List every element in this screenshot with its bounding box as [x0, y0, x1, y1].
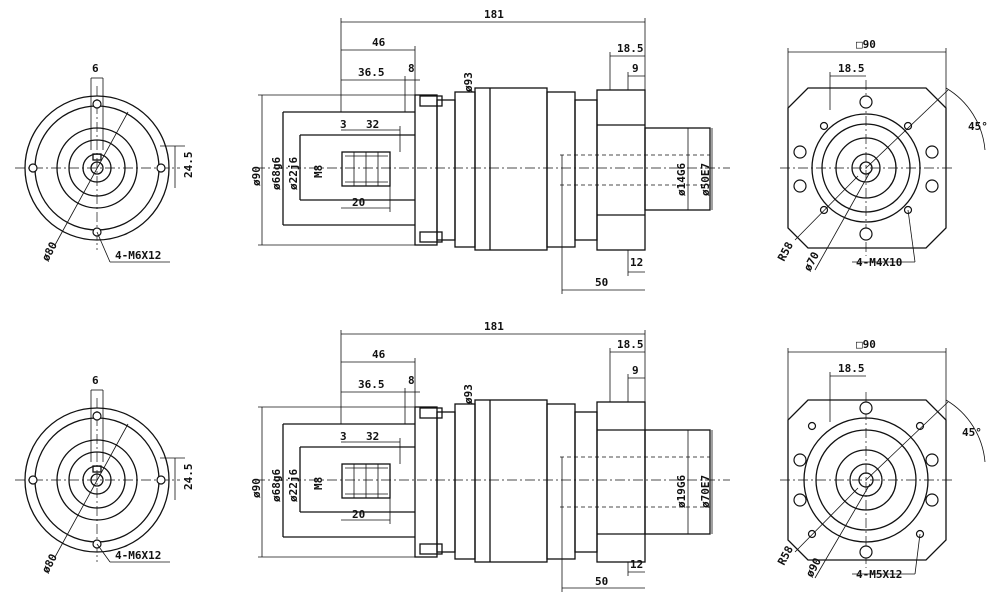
- square-size-label: □90: [856, 38, 876, 51]
- dim-3-label: 3: [340, 430, 347, 443]
- input-bore-label: ø22j6: [287, 157, 300, 190]
- dim-32-label: 32: [366, 430, 379, 443]
- dim-36-5-label: 36.5: [358, 66, 385, 79]
- overall-length-label: 181: [484, 320, 504, 333]
- key-width-label: 6: [92, 62, 99, 75]
- thread-m8-label: M8: [312, 165, 325, 178]
- right-end-view: □90 18.5 45° R58 ø90 4-M5X12: [775, 338, 986, 581]
- left-end-view: 6 24.5 ø80 4-M6X12: [15, 374, 195, 575]
- dim-46-label: 46: [372, 348, 386, 361]
- overall-length-label: 181: [484, 8, 504, 21]
- housing-dia-label: ø90: [250, 166, 263, 186]
- pilot-g6-label: ø68g6: [270, 157, 283, 190]
- left-end-view: 6 24.5 ø80 4-M6X12: [15, 62, 195, 263]
- body-dia-label: ø93: [462, 72, 475, 92]
- output-pilot-dia-label: ø50E7: [699, 163, 712, 196]
- dim-20-label: 20: [352, 196, 365, 209]
- angle-label: 45°: [962, 426, 982, 439]
- dim-50-label: 50: [595, 276, 608, 289]
- dim-50-label: 50: [595, 575, 608, 588]
- dim-9-label: 9: [632, 62, 639, 75]
- dim-9-label: 9: [632, 364, 639, 377]
- dim-46-label: 46: [372, 36, 386, 49]
- dim-12-label: 12: [630, 256, 643, 269]
- pcd-label: ø80: [39, 240, 60, 264]
- thread-m8-label: M8: [312, 477, 325, 490]
- dim-18-5-label: 18.5: [617, 338, 644, 351]
- output-pilot-dia-label: ø70E7: [699, 475, 712, 508]
- side-view: 181 46 36.5 8 3 32 20 ø90 ø68g6 ø22j6: [250, 320, 730, 592]
- drawing-row-top: 6 24.5 ø80 4-M6X12: [15, 8, 988, 294]
- pilot-g6-label: ø68g6: [270, 469, 283, 502]
- key-dim-label: 18.5: [838, 362, 865, 375]
- dim-12-label: 12: [630, 558, 643, 571]
- housing-dia-label: ø90: [250, 478, 263, 498]
- dim-36-5-label: 36.5: [358, 378, 385, 391]
- angle-label: 45°: [968, 120, 988, 133]
- side-view: 181 46 36.5 8 3 32 20 ø90: [250, 8, 730, 294]
- bolt-spec-label: 4-M5X12: [856, 568, 902, 581]
- bolt-spec-label: 4-M6X12: [115, 249, 161, 262]
- corner-radius-label: R58: [775, 544, 796, 568]
- input-bore-label: ø22j6: [287, 469, 300, 502]
- pcd-label: ø90: [803, 556, 824, 580]
- key-offset-label: 24.5: [182, 464, 195, 491]
- right-end-view: □90 18.5 45° R58 ø70 4-M4X10: [775, 38, 988, 273]
- corner-radius-label: R58: [775, 240, 796, 264]
- key-offset-label: 24.5: [182, 152, 195, 179]
- dim-20-label: 20: [352, 508, 365, 521]
- bolt-spec-label: 4-M4X10: [856, 256, 902, 269]
- dim-3-label: 3: [340, 118, 347, 131]
- key-dim-label: 18.5: [838, 62, 865, 75]
- square-size-label: □90: [856, 338, 876, 351]
- bolt-spec-label: 4-M6X12: [115, 549, 161, 562]
- dim-18-5-label: 18.5: [617, 42, 644, 55]
- key-width-label: 6: [92, 374, 99, 387]
- drawing-row-bottom: 6 24.5 ø80 4-M6X12: [15, 320, 986, 592]
- dim-32-label: 32: [366, 118, 379, 131]
- dim-8-label: 8: [408, 374, 415, 387]
- body-dia-label: ø93: [462, 384, 475, 404]
- dim-8-label: 8: [408, 62, 415, 75]
- output-shaft-dia-label: ø19G6: [675, 475, 688, 508]
- pcd-label: ø70: [801, 250, 822, 274]
- pcd-label: ø80: [39, 552, 60, 576]
- output-shaft-dia-label: ø14G6: [675, 163, 688, 196]
